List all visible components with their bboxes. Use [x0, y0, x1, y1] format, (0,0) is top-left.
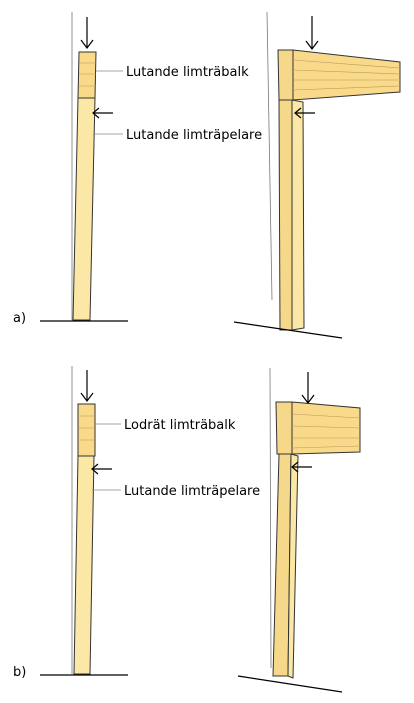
ground-line-a-right: [233, 321, 343, 339]
beam-grain: [291, 413, 361, 419]
beam-grain: [292, 85, 401, 91]
leaning-column-b-left: [73, 455, 95, 675]
caption-b: b): [13, 665, 26, 680]
panel-b: Lodrät limträbalk Lutande limträpelare b…: [13, 366, 361, 693]
beam-grain: [292, 59, 401, 69]
column-label-b: Lutande limträpelare: [124, 484, 260, 499]
column-label-a: Lutande limträpelare: [126, 128, 262, 143]
caption-a: a): [13, 311, 26, 326]
beam-end-face-b-right: [275, 401, 293, 455]
beam-body-a-right: [292, 49, 401, 101]
vertical-beam-b-left: [77, 403, 96, 457]
beam-grain: [291, 445, 361, 449]
horizontal-force-arrowhead: [91, 463, 99, 475]
beam-grain: [291, 425, 361, 429]
vertical-load-arrowhead: [80, 39, 94, 49]
leaning-beam-a-left: [77, 51, 97, 99]
ground-line-b-right: [237, 675, 343, 693]
leaning-column-a-right-side: [278, 99, 293, 331]
leaning-column-a-right-front: [291, 99, 305, 331]
vertical-reference-line-b-right: [269, 367, 272, 669]
leaning-column-b-right-front: [287, 453, 299, 679]
horizontal-force-arrowhead: [294, 107, 302, 119]
beam-label-b: Lodrät limträbalk: [124, 418, 236, 433]
panel-a: Lutande limträbalk Lutande limträpelare …: [13, 11, 401, 339]
beam-label-a: Lutande limträbalk: [126, 65, 249, 80]
horizontal-force-arrowhead: [92, 107, 100, 119]
vertical-reference-line-a-right: [266, 11, 273, 301]
beam-grain: [292, 69, 401, 75]
vertical-load-arrowhead: [301, 394, 315, 404]
vertical-load-arrowhead: [80, 392, 94, 402]
leaning-column-a-left: [72, 97, 96, 321]
horizontal-force-arrowhead: [291, 461, 299, 473]
vertical-load-arrowhead: [305, 40, 319, 50]
beam-end-face-a-right: [277, 49, 294, 101]
